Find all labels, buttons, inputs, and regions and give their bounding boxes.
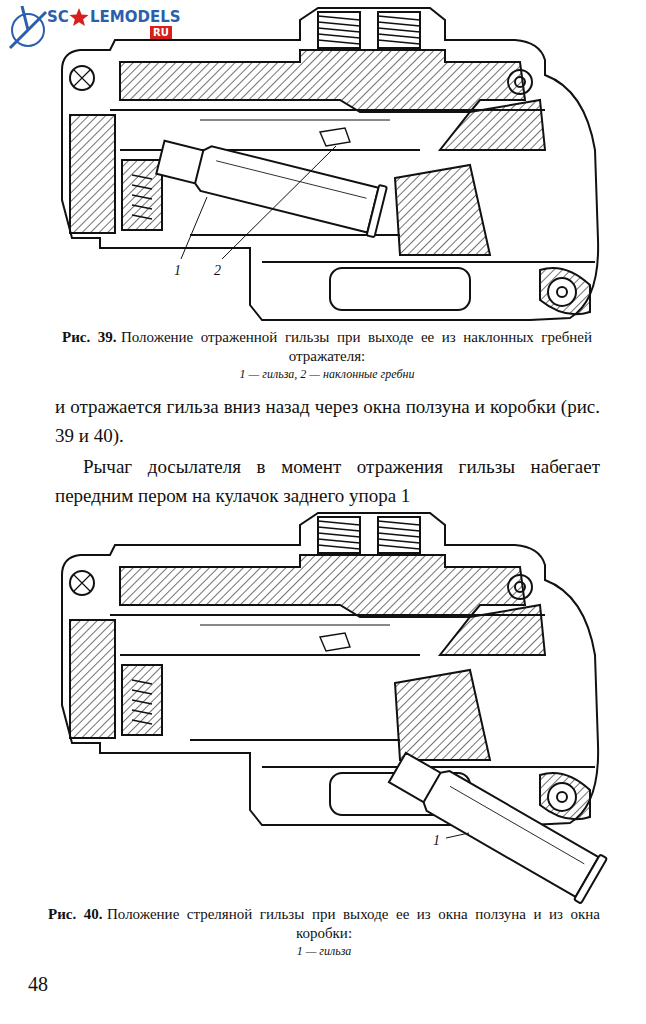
text-row: Рис. 39. Положение отраженной гильзы при …	[62, 328, 592, 366]
leader-line	[222, 146, 336, 259]
watermark-text: LEMODELS	[90, 8, 181, 26]
text-row: 1 — гильза, 2 — наклонные гребни	[62, 366, 592, 383]
callout-number: 1	[433, 833, 440, 848]
leader-line	[446, 833, 469, 838]
watermark-logo	[10, 6, 89, 48]
page-number: 48	[28, 973, 48, 995]
body-paragraph: и отражается гильза вниз назад через окн…	[55, 396, 600, 446]
cartridge-case	[384, 745, 607, 904]
receiver-housing	[62, 8, 598, 320]
text-row: LEMODELS	[90, 8, 181, 26]
callout-number: 1	[174, 263, 181, 278]
text-row: 2	[214, 262, 221, 279]
leader-line	[181, 197, 207, 259]
caption-block: Рис. 39. Положение отраженной гильзы при …	[62, 328, 592, 383]
text-row: Рис. 40.Положение стреляной гильзы при в…	[48, 905, 600, 943]
text-row: и отражается гильза вниз назад через окн…	[55, 392, 600, 450]
paragraph-block: Рычаг досылателя в момент отражения гиль…	[55, 452, 600, 510]
paragraph-block: и отражается гильза вниз назад через окн…	[55, 392, 600, 450]
callout-block: 1	[433, 832, 440, 849]
figure-caption: Положение стреляной гильзы при выходе ее…	[107, 906, 600, 941]
caption-block: Рис. 40.Положение стреляной гильзы при в…	[48, 905, 600, 960]
text-row: RU	[150, 26, 172, 39]
text-row: 1	[433, 832, 440, 849]
callout-number: 2	[214, 263, 221, 278]
callout-block: 1	[174, 262, 181, 279]
text-row: Рычаг досылателя в момент отражения гиль…	[55, 452, 600, 510]
caption-legend: 1 — гильза, 2 — наклонные гребни	[240, 367, 415, 381]
watermark-block: SC	[47, 8, 69, 26]
watermark-block: RU	[150, 26, 172, 39]
figure-39-drawing	[62, 8, 598, 320]
watermark-badge: RU	[153, 27, 169, 38]
text-row: 1	[174, 262, 181, 279]
text-row: 1 — гильза	[48, 943, 600, 960]
page-number-block: 48	[28, 972, 48, 996]
figure-number: Рис. 39.	[62, 329, 116, 345]
callout-block: 2	[214, 262, 221, 279]
cartridge-case	[154, 132, 387, 237]
body-paragraph: Рычаг досылателя в момент отражения гиль…	[55, 456, 600, 506]
figure-number: Рис. 40.	[48, 906, 103, 922]
text-row: 48	[28, 972, 48, 996]
watermark-text: SC	[47, 8, 69, 26]
caption-legend: 1 — гильза	[297, 944, 352, 958]
receiver-housing	[62, 513, 598, 825]
figure-caption: Положение отраженной гильзы при выходе е…	[121, 329, 592, 364]
figure-40-drawing	[62, 513, 607, 904]
watermark-block: LEMODELS	[90, 8, 181, 26]
text-row: SC	[47, 8, 69, 26]
